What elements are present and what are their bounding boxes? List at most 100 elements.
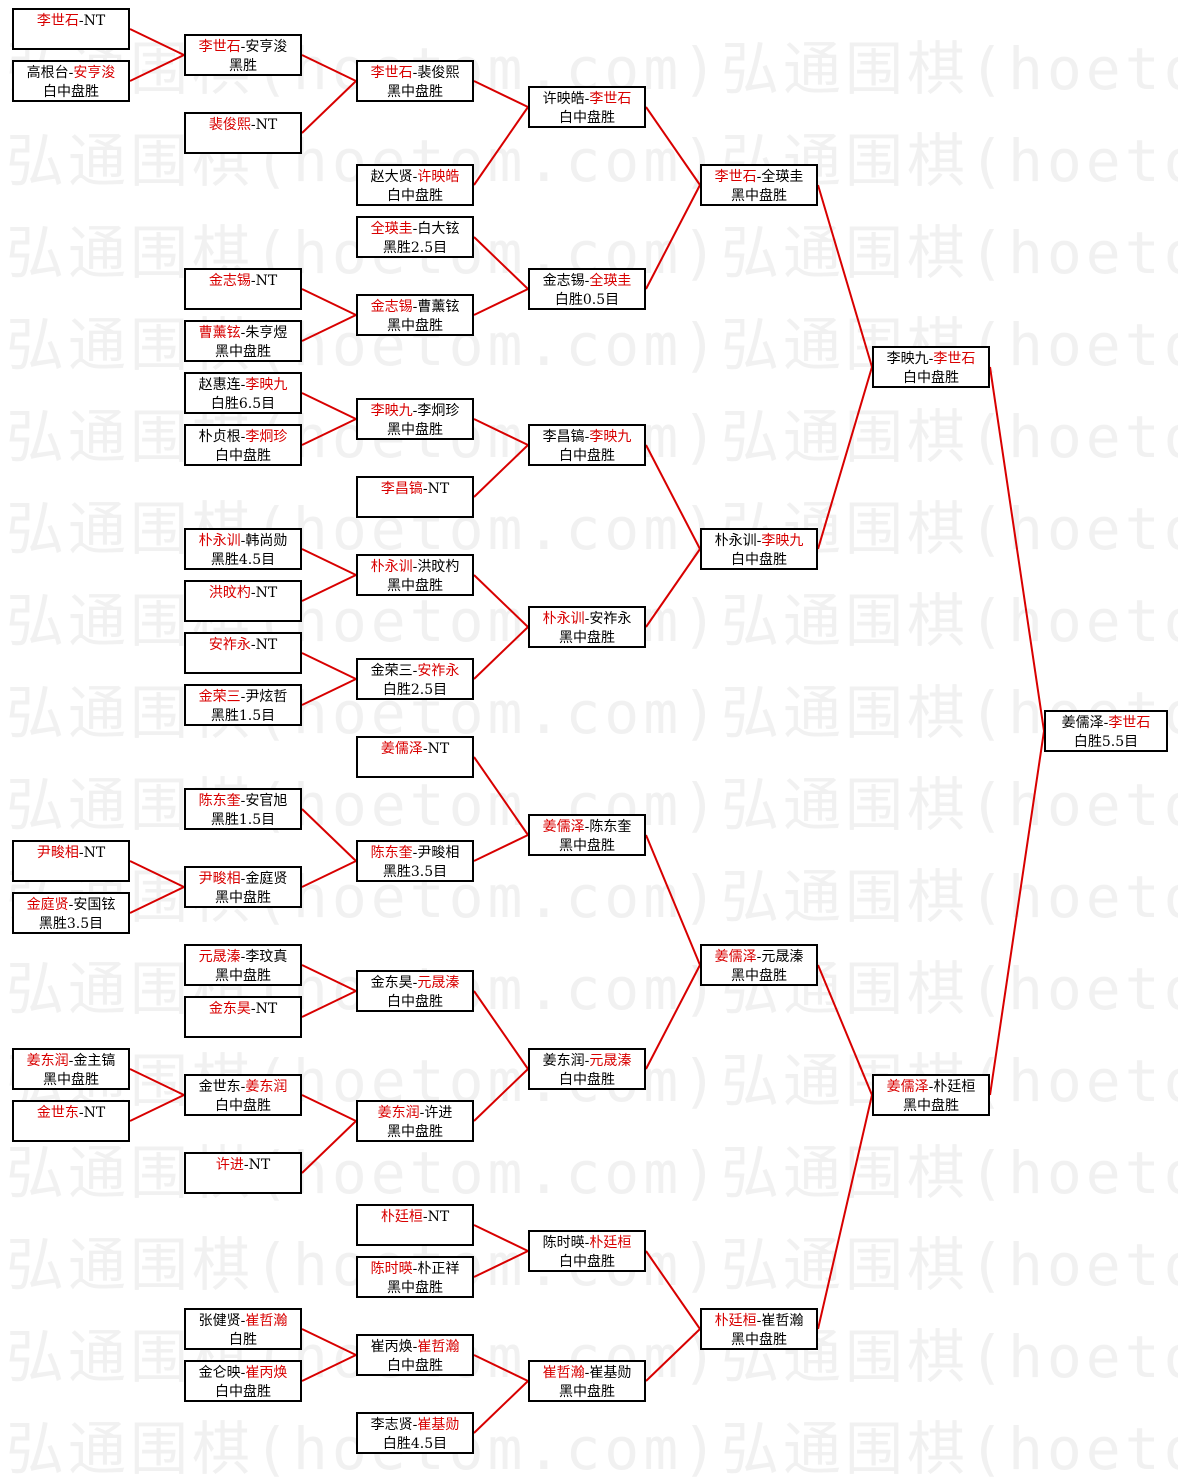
white-player: 朴廷桓 [933, 1079, 976, 1095]
white-player: 陈东奎 [589, 819, 632, 835]
separator: - [250, 585, 256, 601]
match-box: 姜儒泽-NT [356, 736, 474, 778]
match-box: 金志锡-NT [184, 268, 302, 310]
match-box: 金东昊-NT [184, 996, 302, 1038]
black-player: 陈东奎 [198, 793, 241, 809]
match-box: 李世石-安亨浚黑胜 [184, 34, 302, 76]
match-players: 崔哲瀚-崔基勋 [530, 1364, 644, 1383]
bracket-connector [473, 574, 529, 628]
black-player: 崔丙焕 [370, 1339, 413, 1355]
match-players: 陈时暎-朴正祥 [358, 1260, 472, 1279]
separator: - [240, 689, 246, 705]
black-player: 金仑映 [198, 1365, 241, 1381]
separator: - [412, 663, 418, 679]
white-player: 李炯珍 [417, 403, 460, 419]
match-result: 白中盘胜 [559, 448, 615, 464]
white-player: 崔哲瀚 [417, 1339, 460, 1355]
bracket-connector [989, 366, 1045, 732]
match-result: 白中盘胜 [387, 994, 443, 1010]
match-box: 曹薰铉-朱亨煜黑中盘胜 [184, 320, 302, 362]
match-players: 尹畯相-金庭贤 [186, 870, 300, 889]
separator: - [240, 793, 246, 809]
white-player: 安祚永 [589, 611, 632, 627]
black-player: 高根台 [26, 65, 69, 81]
white-player: 崔哲瀚 [761, 1313, 804, 1329]
match-players: 李昌镐-李映九 [530, 428, 644, 447]
separator: - [756, 169, 762, 185]
black-player: 姜儒泽 [886, 1079, 929, 1095]
white-player: 李映九 [589, 429, 632, 445]
black-player: 陈时暎 [542, 1235, 585, 1251]
black-player: 金东昊 [370, 975, 413, 991]
bracket-connector [301, 808, 357, 862]
separator: - [412, 299, 418, 315]
match-box: 朴永训-李映九白中盘胜 [700, 528, 818, 570]
separator: - [584, 611, 590, 627]
match-result: 白中盘胜 [215, 1098, 271, 1114]
bracket-connector [301, 288, 357, 316]
white-player: 李玟真 [245, 949, 288, 965]
black-player: 全瑛圭 [370, 221, 413, 237]
match-players: 金世东-姜东润 [186, 1078, 300, 1097]
separator: - [584, 1235, 590, 1251]
white-player: 安官旭 [245, 793, 288, 809]
white-player: NT [255, 637, 278, 653]
bracket-connector [817, 184, 873, 368]
match-players: 朴永训-安祚永 [530, 610, 644, 629]
black-player: 安祚永 [208, 637, 251, 653]
match-box: 尹畯相-金庭贤黑中盘胜 [184, 866, 302, 908]
bracket-connector [473, 236, 529, 290]
white-player: NT [255, 1001, 278, 1017]
white-player: NT [255, 117, 278, 133]
white-player: 全瑛圭 [589, 273, 632, 289]
black-player: 张健贤 [198, 1313, 241, 1329]
separator: - [412, 65, 418, 81]
separator: - [240, 377, 246, 393]
separator: - [412, 221, 418, 237]
match-players: 高根台-安亨浚 [14, 64, 128, 83]
bracket-connector [301, 860, 357, 888]
bracket-connector [817, 964, 873, 1096]
match-result: 白胜4.5目 [382, 1436, 448, 1452]
separator: - [78, 1105, 84, 1121]
match-players: 陈时暎-朴廷桓 [530, 1234, 644, 1253]
black-player: 李世石 [714, 169, 757, 185]
match-players: 朴贞根-李炯珍 [186, 428, 300, 447]
separator: - [240, 429, 246, 445]
white-player: 崔丙焕 [245, 1365, 288, 1381]
separator: - [584, 91, 590, 107]
white-player: NT [83, 1105, 106, 1121]
white-player: 许进 [424, 1105, 453, 1121]
match-box: 安祚永-NT [184, 632, 302, 674]
separator: - [240, 1313, 246, 1329]
match-box: 李昌镐-李映九白中盘胜 [528, 424, 646, 466]
bracket-connector [473, 990, 529, 1070]
match-box: 陈时暎-朴正祥黑中盘胜 [356, 1256, 474, 1298]
match-result: 白胜0.5目 [554, 292, 620, 308]
white-player: 李映九 [245, 377, 288, 393]
match-result: 黑中盘胜 [559, 630, 615, 646]
white-player: 裴俊熙 [417, 65, 460, 81]
separator: - [250, 117, 256, 133]
match-players: 李世石-NT [14, 12, 128, 31]
separator: - [240, 1079, 246, 1095]
white-player: 曹薰铉 [417, 299, 460, 315]
black-player: 金荣三 [370, 663, 413, 679]
match-players: 朴永训-洪旼杓 [358, 558, 472, 577]
bracket-connector [129, 886, 185, 914]
black-player: 金东昊 [208, 1001, 251, 1017]
separator: - [78, 845, 84, 861]
white-player: NT [255, 585, 278, 601]
match-result: 黑中盘胜 [387, 1280, 443, 1296]
match-box: 姜儒泽-元晟溱黑中盘胜 [700, 944, 818, 986]
white-player: 许映皓 [417, 169, 460, 185]
match-players: 姜儒泽-李世石 [1046, 714, 1166, 733]
black-player: 姜东润 [26, 1053, 69, 1069]
match-players: 陈东奎-安官旭 [186, 792, 300, 811]
black-player: 朴永训 [714, 533, 757, 549]
match-players: 元晟溱-李玟真 [186, 948, 300, 967]
bracket-connector [645, 106, 701, 186]
black-player: 金世东 [198, 1079, 241, 1095]
match-box: 赵大贤-许映皓白中盘胜 [356, 164, 474, 206]
